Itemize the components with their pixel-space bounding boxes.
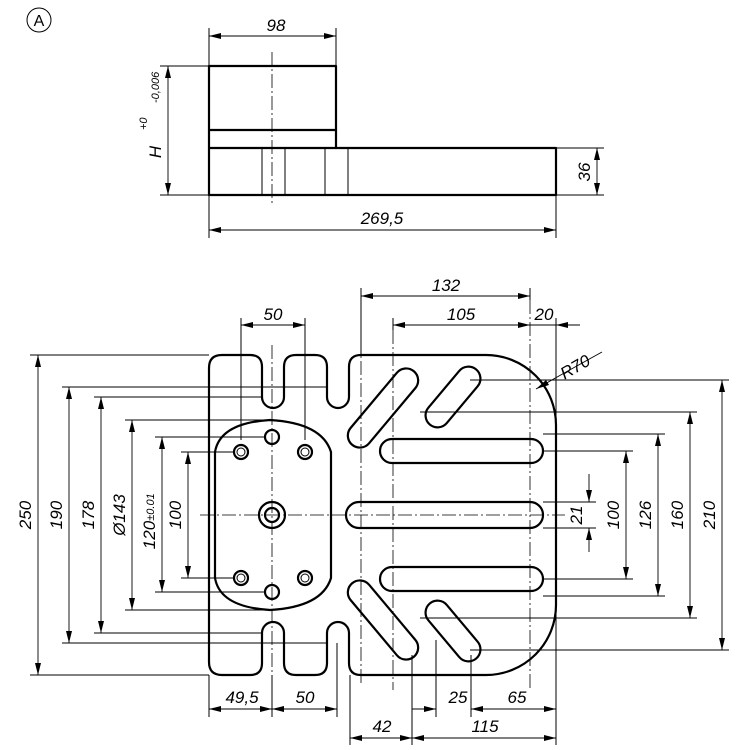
inner-disk	[213, 418, 333, 612]
dim-100-right: 100	[604, 500, 623, 529]
dim-100-left: 100	[166, 500, 185, 529]
dim-160: 160	[668, 500, 687, 529]
dim-115: 115	[471, 717, 499, 736]
dim-120: 120	[140, 520, 159, 549]
dim-42: 42	[373, 717, 392, 736]
dim-210: 210	[700, 500, 719, 530]
side-base-plate	[207, 146, 558, 197]
view-marker: A	[26, 7, 52, 33]
center-lines	[200, 295, 565, 690]
dim-36: 36	[575, 162, 594, 181]
dim-190: 190	[47, 500, 66, 529]
plate-outline	[207, 353, 558, 677]
top-view: 132 105 20 R70 50 250	[16, 276, 729, 745]
dim-21: 21	[567, 506, 586, 526]
mounting-holes	[232, 428, 314, 601]
side-view: 98 H +0 -0,006 36 269,5	[138, 16, 604, 238]
dim-132: 132	[432, 276, 461, 295]
dim-126: 126	[636, 500, 655, 529]
dim-269-5: 269,5	[360, 209, 404, 228]
side-upper-block	[207, 64, 338, 132]
dim-105: 105	[447, 305, 476, 324]
dim-h-tol-lower: -0,006	[150, 71, 162, 103]
dim-49-5: 49,5	[225, 688, 259, 707]
dim-r70: R70	[557, 351, 594, 383]
view-marker-label: A	[34, 13, 45, 30]
dim-25: 25	[448, 688, 468, 707]
diagonal-slots	[346, 365, 482, 663]
dim-h-label: H	[146, 145, 165, 158]
dim-dia-143: Ø143	[110, 494, 129, 537]
dim-h-tol-upper: +0	[138, 117, 150, 130]
dim-120-tol: ±0.01	[145, 493, 157, 520]
dim-250: 250	[16, 500, 35, 530]
dim-98: 98	[267, 16, 286, 35]
dim-65: 65	[508, 688, 527, 707]
dim-20: 20	[534, 305, 554, 324]
dim-178: 178	[79, 500, 98, 529]
dim-50-bottom: 50	[296, 688, 315, 707]
dim-50-top: 50	[264, 305, 283, 324]
